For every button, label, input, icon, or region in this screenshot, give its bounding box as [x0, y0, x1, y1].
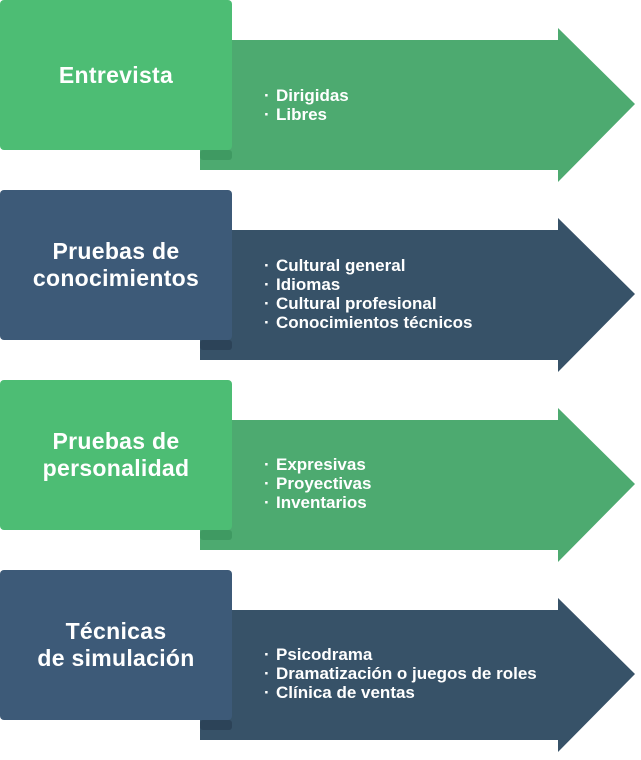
step-tecnicas-simulacion: Técnicas de simulación ·Psicodrama ·Dram… — [0, 570, 641, 760]
list-item: ·Clínica de ventas — [264, 683, 415, 702]
step-title: Técnicas de simulación — [37, 618, 195, 671]
arrow-shape — [0, 570, 635, 752]
step-pruebas-conocimientos: Pruebas de conocimientos ·Cultural gener… — [0, 190, 641, 380]
list-item: ·Cultural general — [264, 256, 406, 275]
step-entrevista: Entrevista ·Dirigidas ·Libres — [0, 0, 641, 190]
arrow-shape — [0, 380, 635, 562]
step-items: ·Dirigidas ·Libres — [264, 86, 349, 124]
list-item: ·Dramatización o juegos de roles — [264, 664, 537, 683]
step-title: Pruebas de personalidad — [42, 428, 190, 481]
arrow-shape — [0, 0, 635, 182]
list-item: ·Idiomas — [264, 275, 341, 294]
step-title: Entrevista — [58, 61, 174, 88]
list-item: ·Conocimientos técnicos — [264, 313, 473, 332]
step-items: ·Expresivas ·Proyectivas ·Inventarios — [264, 455, 371, 512]
list-item: ·Expresivas — [264, 455, 366, 474]
list-item: ·Dirigidas — [264, 86, 349, 105]
list-item: ·Proyectivas — [264, 474, 372, 493]
arrow-shape — [0, 190, 635, 372]
list-item: ·Inventarios — [264, 493, 367, 512]
step-items: ·Cultural general ·Idiomas ·Cultural pro… — [264, 256, 472, 332]
step-title: Pruebas de conocimientos — [32, 238, 200, 291]
step-pruebas-personalidad: Pruebas de personalidad ·Expresivas ·Pro… — [0, 380, 641, 570]
step-items: ·Psicodrama ·Dramatización o juegos de r… — [264, 645, 537, 702]
list-item: ·Psicodrama — [264, 645, 373, 664]
list-item: ·Libres — [264, 105, 328, 124]
list-item: ·Cultural profesional — [264, 294, 437, 313]
